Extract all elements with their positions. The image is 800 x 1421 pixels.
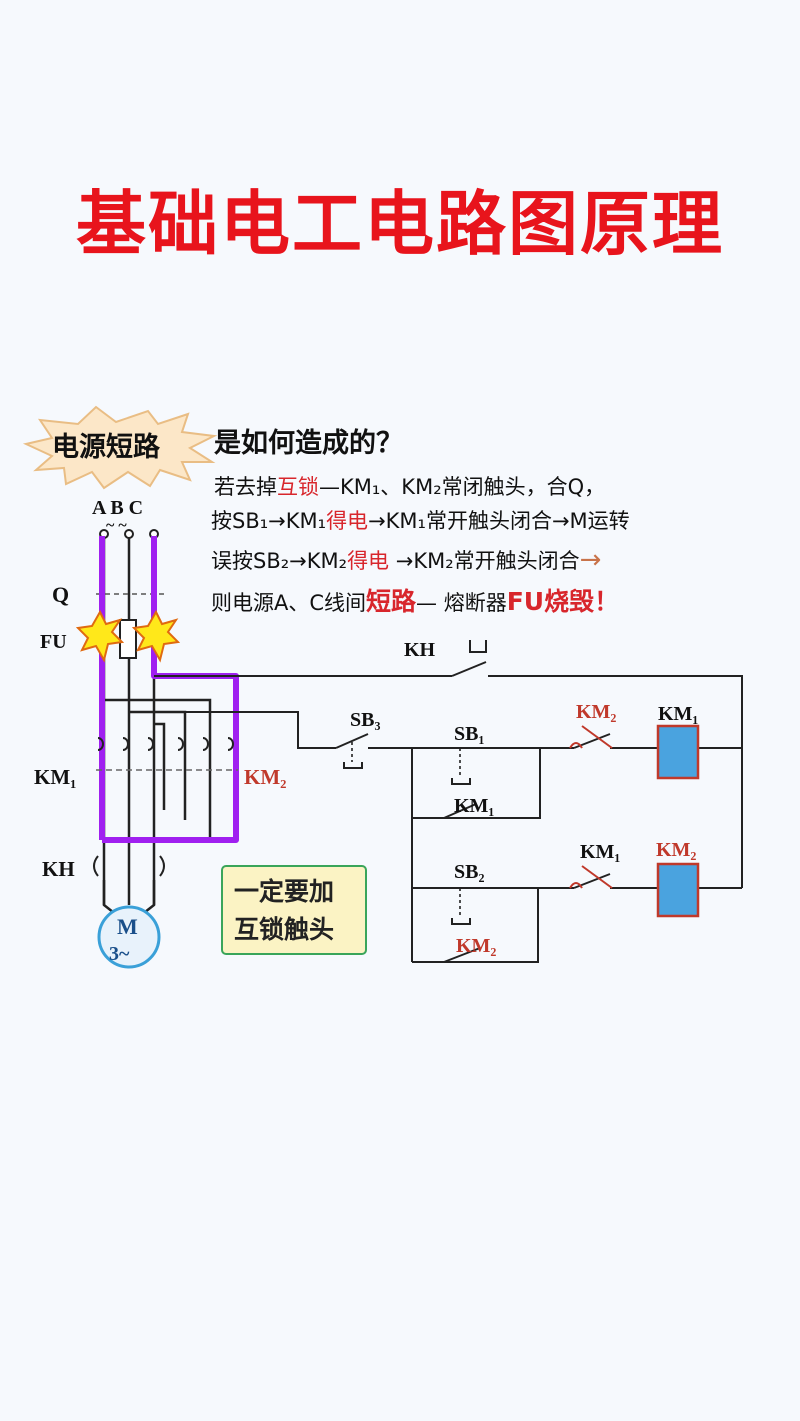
note-line-1: 一定要加 [234, 877, 334, 906]
explain-line-2: 按SB₁→KM₁得电→KM₁常开触头闭合→M运转 [211, 509, 630, 533]
push-buttons [351, 742, 461, 918]
note-line-2: 互锁触头 [234, 915, 334, 944]
starburst-text: 电源短路 [52, 431, 161, 463]
short-circuit-path [99, 536, 239, 843]
question-rest: 是如何造成的？ [214, 427, 403, 459]
explain-4c: — 熔断器 [416, 591, 507, 615]
km2-left-label: KM₂ [244, 765, 286, 789]
push-button-heads [343, 640, 487, 925]
explain-1b: 互锁 [277, 475, 319, 499]
explain-3b: 得电 [347, 549, 389, 573]
km1-coil-icon [656, 724, 700, 780]
explain-3c: →KM₂常开触头闭合 [389, 549, 580, 573]
km2-aux-label: KM₂ [456, 935, 496, 957]
explain-2b: 得电 [326, 509, 368, 533]
sb1-label: SB₁ [454, 723, 484, 745]
kh-top-label: KH [404, 639, 436, 661]
explosion-icon-left [75, 609, 125, 663]
explain-2a: 按SB₁→KM₁ [211, 509, 326, 533]
tilde-labels: ~ ~ [106, 517, 127, 534]
motor-3: 3~ [109, 943, 130, 965]
sb2-label: SB₂ [454, 861, 484, 883]
thermal-relay [93, 855, 165, 877]
explain-1c: —KM₁、KM₂常闭触头，合Q， [319, 475, 605, 499]
explain-3a: 误按SB₂→KM₂ [211, 549, 347, 573]
explain-1a: 若去掉 [214, 475, 277, 499]
motor-m: M [117, 914, 138, 939]
explain-3-arrow: → [580, 545, 602, 575]
sb3-label: SB₃ [350, 709, 380, 731]
page-title: 基础电工电路图原理 [76, 183, 724, 265]
explain-4b: 短路 [366, 587, 417, 616]
explain-2c: →KM₁常开触头闭合→M运转 [368, 509, 630, 533]
km2-coil-label: KM₂ [656, 839, 696, 861]
contactor-contacts [97, 737, 234, 751]
motor-icon [97, 905, 161, 969]
km1-left-label: KM₁ [34, 765, 76, 789]
explosion-icon-right [131, 609, 181, 663]
note-box [221, 865, 367, 955]
km1-aux-label: KM₁ [454, 795, 494, 817]
phase-labels: A B C [92, 497, 143, 519]
explain-line-3: 误按SB₂→KM₂得电 →KM₂常开触头闭合→ [211, 545, 601, 575]
kh-left-label: KH [42, 857, 75, 881]
interlock-contacts [569, 725, 613, 889]
explain-4a: 则电源A、C线间 [211, 591, 366, 615]
fuse-box [119, 619, 137, 659]
km2-coil-icon [656, 862, 700, 918]
fu-label: FU [40, 631, 67, 653]
starburst-icon [22, 405, 218, 490]
explain-line-4: 则电源A、C线间短路— 熔断器FU烧毁！ [211, 587, 619, 616]
km1-coil-label: KM₁ [658, 703, 698, 725]
q-label: Q [52, 582, 69, 607]
explain-line-1: 若去掉互锁—KM₁、KM₂常闭触头，合Q， [214, 475, 605, 499]
explain-4d: FU烧毁！ [507, 587, 619, 616]
control-wires [129, 661, 743, 963]
km2-interlock-label: KM₂ [576, 701, 616, 723]
km1-interlock-label: KM₁ [580, 841, 620, 863]
